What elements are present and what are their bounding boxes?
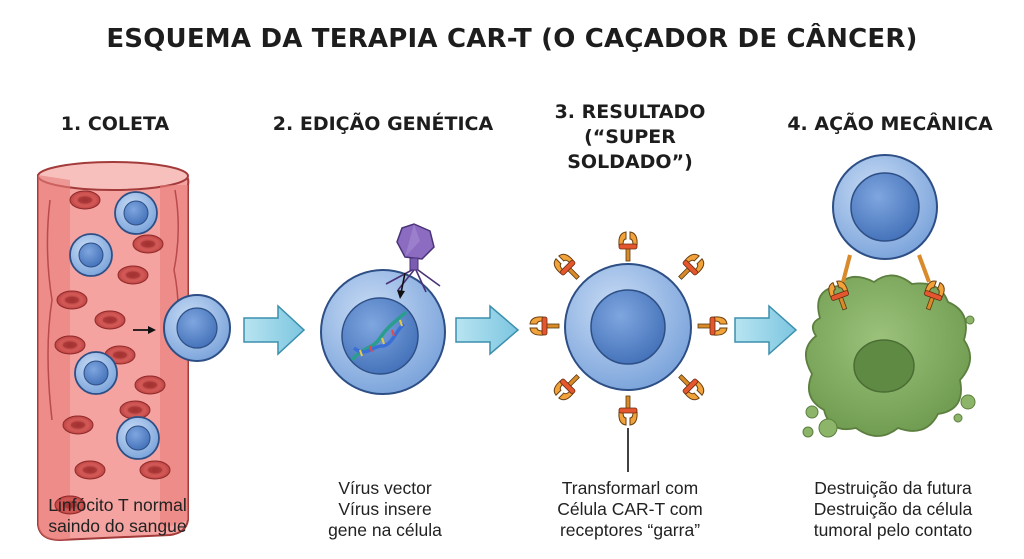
- step-3-title-line-1: 3. RESULTADO: [554, 101, 706, 123]
- step-4-caption-line: Destruição da futura: [814, 478, 972, 498]
- step-4-title-line: 4. AÇÃO MECÂNICA: [787, 113, 993, 135]
- step-4-caption-line: Destruição da célula: [813, 499, 973, 519]
- claw-receptor: [550, 250, 585, 285]
- claw-receptor: [673, 369, 708, 404]
- process-arrow-icon: [455, 304, 520, 356]
- lymphocytes-in-blood: [69, 191, 160, 460]
- step-2-title-line: 2. EDIÇÃO GENÉTICA: [272, 113, 494, 135]
- red-blood-cell: [94, 310, 126, 330]
- red-blood-cell: [69, 190, 101, 210]
- step-2-caption-line: Vírus insere: [338, 499, 432, 519]
- red-blood-cell: [117, 265, 149, 285]
- tumor-cell: [802, 274, 976, 438]
- step-2-caption-line: gene na célula: [328, 520, 442, 540]
- step-4-caption: Destruição da futura Destruição da célul…: [786, 478, 1000, 541]
- red-blood-cell: [62, 415, 94, 435]
- step-4-title: 4. AÇÃO MECÂNICA: [770, 112, 1010, 137]
- exit-arrow-icon: [133, 326, 156, 334]
- step-3-caption: Transformarl com Célula CAR-T com recept…: [525, 478, 735, 541]
- step-2-caption-line: Vírus vector: [338, 478, 432, 498]
- claw-receptor: [697, 316, 728, 336]
- car-t-cell: [529, 231, 728, 426]
- step-3-caption-line: Transformarl com: [561, 478, 699, 498]
- step-2-caption: Vírus vector Vírus insere gene na célula: [290, 478, 480, 541]
- step-1-caption-line: Linfócito T normal: [48, 495, 187, 515]
- claw-receptor: [550, 369, 585, 404]
- red-blood-cell: [119, 400, 151, 420]
- step-4-caption-line: tumoral pelo contato: [813, 520, 973, 540]
- diagram-title: ESQUEMA DA TERAPIA CAR-T (O CAÇADOR DE C…: [106, 24, 918, 54]
- exiting-t-cell: [163, 294, 231, 362]
- attacking-car-t-cell: [832, 154, 938, 260]
- red-blood-cell: [134, 375, 166, 395]
- lymphocyte: [116, 416, 160, 460]
- step-2-title: 2. EDIÇÃO GENÉTICA: [258, 112, 508, 137]
- lymphocyte: [74, 351, 118, 395]
- red-blood-cell: [56, 290, 88, 310]
- virus-vector-icon: [385, 223, 441, 293]
- red-blood-cell: [74, 460, 106, 480]
- step-1-caption-line: saindo do sangue: [48, 516, 187, 536]
- process-arrow-icon: [243, 304, 306, 356]
- red-blood-cell: [54, 335, 86, 355]
- dna-helix-icon: [350, 310, 408, 362]
- lymphocyte: [114, 191, 158, 235]
- red-blood-cell: [139, 460, 171, 480]
- process-arrow-icon: [734, 304, 798, 356]
- red-blood-cell: [132, 234, 164, 254]
- claw-receptor: [618, 395, 638, 426]
- lymphocyte: [69, 233, 113, 277]
- step-1-title: 1. COLETA: [20, 112, 210, 137]
- injection-arrow-icon: [397, 272, 406, 299]
- step-3-title-line-2: (“SUPER SOLDADO”): [567, 126, 693, 173]
- attacking-receptors: [825, 254, 948, 313]
- claw-receptor: [529, 316, 560, 336]
- step-3-title: 3. RESULTADO (“SUPER SOLDADO”): [520, 100, 740, 175]
- claw-receptor: [618, 231, 638, 262]
- claw-receptor: [673, 250, 708, 285]
- step-1-caption: Linfócito T normal saindo do sangue: [20, 495, 215, 537]
- step-1-title-line: 1. COLETA: [60, 113, 170, 135]
- step-3-caption-line: Célula CAR-T com: [557, 499, 703, 519]
- step-3-caption-line: receptores “garra”: [559, 520, 701, 540]
